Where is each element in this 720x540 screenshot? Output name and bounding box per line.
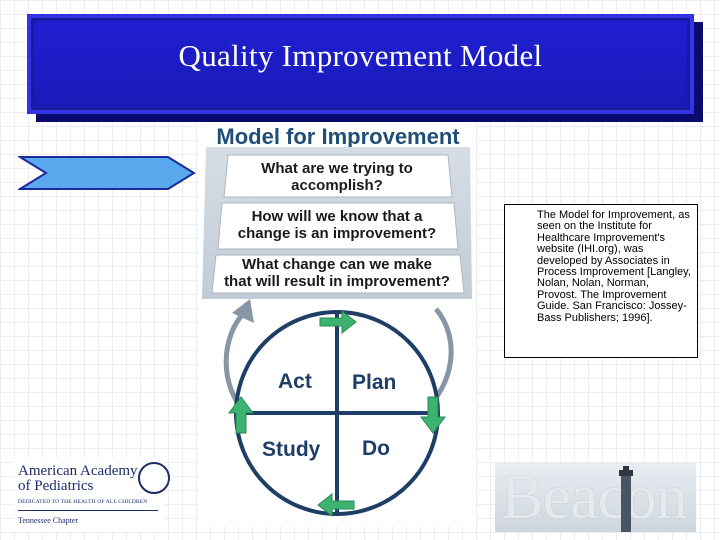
aap-tagline: DEDICATED TO THE HEALTH OF ALL CHILDREN bbox=[18, 499, 148, 505]
pdsa-study-label: Study bbox=[262, 438, 321, 461]
aap-divider bbox=[18, 510, 158, 511]
lighthouse-icon bbox=[619, 466, 633, 532]
left-arrow-head-icon bbox=[232, 299, 254, 323]
left-cycle-arrow-icon bbox=[228, 396, 254, 434]
aap-chapter: Tennessee Chapter bbox=[18, 516, 79, 525]
beacon-wordmark: Beacon bbox=[501, 462, 688, 532]
question-box-2 bbox=[217, 202, 459, 250]
aap-seal-icon bbox=[138, 462, 170, 494]
pdsa-plan-label: Plan bbox=[352, 371, 397, 394]
citation-box: The Model for Improvement, as seen on th… bbox=[504, 204, 698, 358]
model-heading: Model for Improvement bbox=[216, 124, 460, 149]
top-cycle-arrow-icon bbox=[319, 309, 357, 335]
right-cycle-arrow-icon bbox=[420, 396, 446, 434]
citation-text: The Model for Improvement, as seen on th… bbox=[537, 209, 691, 324]
pointer-arrow-icon bbox=[18, 156, 196, 190]
pdsa-do-label: Do bbox=[362, 437, 390, 460]
beacon-logo: Beacon bbox=[495, 462, 696, 532]
bottom-cycle-arrow-icon bbox=[317, 492, 355, 518]
question-box-3 bbox=[211, 254, 465, 294]
model-diagram bbox=[202, 147, 472, 518]
title-banner: Quality Improvement Model bbox=[27, 14, 694, 114]
slide-title: Quality Improvement Model bbox=[178, 38, 543, 73]
pdsa-act-label: Act bbox=[278, 370, 312, 393]
question-box-1 bbox=[223, 154, 453, 198]
